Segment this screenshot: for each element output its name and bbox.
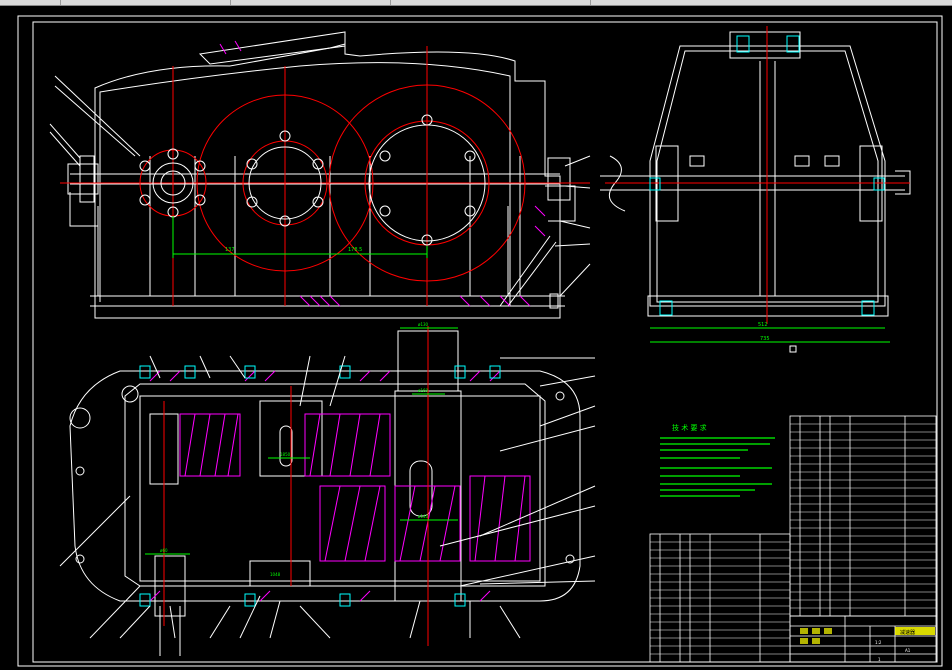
plan-view-key-dim: 1850 — [280, 452, 291, 457]
sheet-inner-border — [32, 21, 938, 663]
title-block-stamps — [800, 628, 832, 644]
side-view-dimensions — [650, 327, 890, 343]
front-view-hatch — [219, 40, 546, 307]
title-block-code: A1 — [905, 648, 911, 653]
plan-view-hatch — [149, 370, 531, 602]
side-view-width-label: 512 — [758, 322, 768, 328]
tech-requirements-lines — [660, 437, 775, 497]
plan-view-gear-mark: 1048 — [270, 572, 281, 577]
plan-view-shaft-mid-dim: ø140 — [418, 514, 429, 519]
plan-view-shaft-left-dim: ø60 — [160, 548, 168, 553]
window-top-strip — [0, 0, 952, 6]
tech-requirements-title: 技 术 要 求 — [672, 423, 707, 432]
front-view-dimensions — [172, 216, 428, 258]
front-view-center-distance-2: 178.5 — [348, 247, 362, 253]
title-block-drawing-name: 减速器 — [900, 629, 915, 636]
parts-list-upper — [789, 415, 937, 617]
cad-drawing-canvas[interactable]: 137 178.5 — [0, 6, 952, 670]
side-view[interactable] — [600, 31, 911, 317]
parts-list-lower-rows — [650, 541, 790, 655]
front-view-bolt-holes — [139, 114, 486, 246]
side-view-marker — [789, 345, 797, 353]
plan-view-shaft-top-dim: ø130 — [418, 322, 429, 327]
front-view[interactable] — [67, 31, 576, 319]
side-view-fasteners — [649, 35, 885, 316]
front-view-leaders — [49, 75, 591, 297]
title-block-sheet: 1 — [878, 657, 881, 662]
plan-view-centerlines — [163, 326, 429, 646]
title-block-scale: 1:2 — [875, 640, 882, 645]
plan-view-housing-bore-dim: ø160 — [418, 388, 429, 393]
side-view-centerlines — [605, 26, 910, 324]
plan-view[interactable] — [69, 330, 581, 656]
front-view-center-distance-1: 137 — [225, 247, 235, 253]
parts-list-upper-rows — [790, 423, 936, 609]
plan-view-dimensions — [145, 327, 458, 555]
plan-view-leaders — [59, 355, 596, 639]
title-block — [789, 615, 937, 663]
title-block-name-field — [895, 627, 935, 635]
side-view-total-label: 735 — [760, 336, 770, 342]
sheet-border — [17, 15, 943, 667]
